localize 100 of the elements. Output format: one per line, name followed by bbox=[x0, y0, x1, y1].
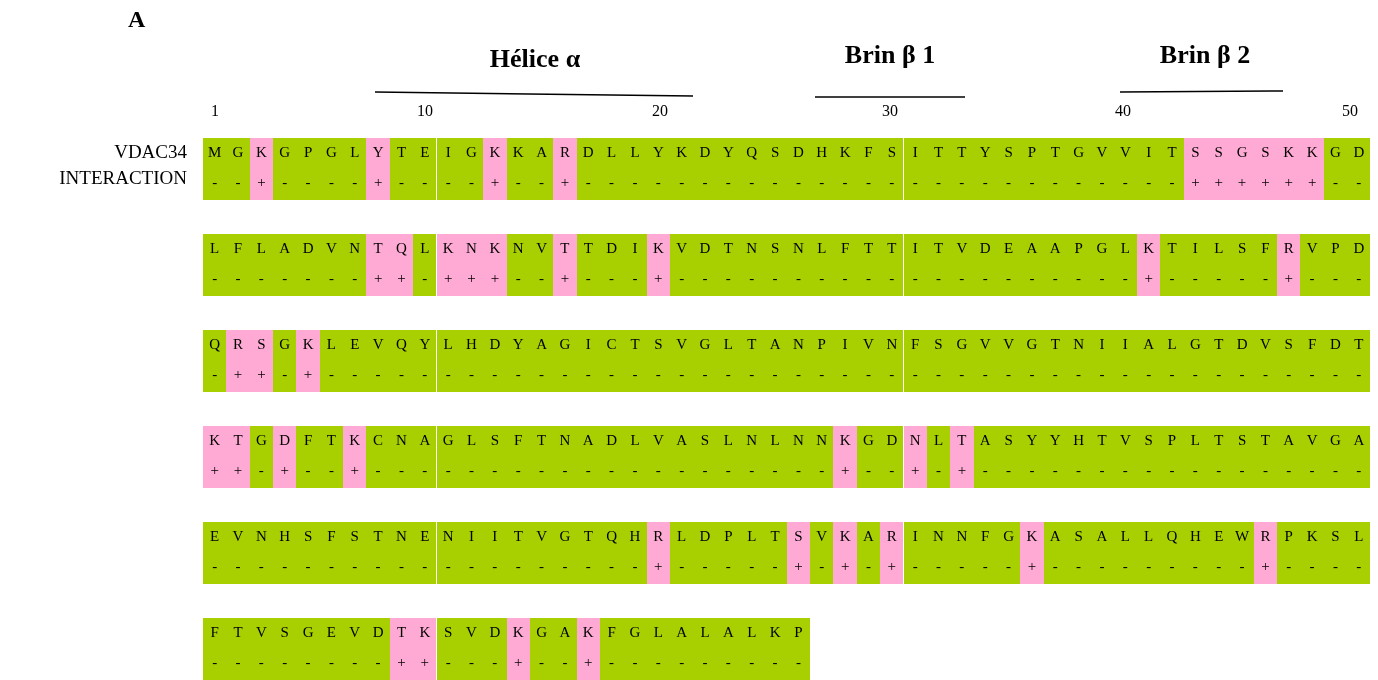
charge-cell: - bbox=[716, 264, 741, 296]
residue-cell: P bbox=[296, 138, 320, 168]
charge-cell: + bbox=[1020, 552, 1044, 584]
residue-cell: P bbox=[1323, 234, 1348, 264]
charge-cell: - bbox=[529, 360, 554, 392]
charge-cell: - bbox=[1347, 552, 1371, 584]
residue-cell: S bbox=[786, 522, 811, 552]
residue-cell: E bbox=[319, 618, 344, 648]
residue-cell: A bbox=[1020, 234, 1044, 264]
residue-cell: N bbox=[459, 234, 484, 264]
charge-cell: - bbox=[1160, 360, 1184, 392]
charge-cell: - bbox=[226, 648, 250, 680]
residue-cell: G bbox=[1090, 234, 1114, 264]
residue-cell: T bbox=[553, 234, 577, 264]
residue-cell: N bbox=[926, 522, 951, 552]
charge-cell: - bbox=[973, 168, 997, 200]
residue-cell: K bbox=[436, 234, 460, 264]
residue-cell: G bbox=[1183, 330, 1208, 360]
charge-cell: - bbox=[319, 264, 344, 296]
residue-cell: K bbox=[296, 330, 320, 360]
charge-cell: - bbox=[880, 456, 904, 488]
residue-cell: K bbox=[483, 138, 507, 168]
charge-cell: + bbox=[389, 264, 414, 296]
residue-cell: L bbox=[623, 138, 647, 168]
charge-cell: - bbox=[506, 168, 530, 200]
residue-cell: A bbox=[1347, 426, 1371, 456]
residue-cell: N bbox=[740, 234, 764, 264]
residue-cell: Q bbox=[599, 522, 624, 552]
charge-cell: - bbox=[670, 648, 694, 680]
residue-cell: S bbox=[343, 522, 367, 552]
charge-cell: - bbox=[483, 552, 507, 584]
residue-cell: K bbox=[249, 138, 274, 168]
residue-cell: E bbox=[1207, 522, 1231, 552]
residue-cell: T bbox=[576, 522, 600, 552]
charge-cell: - bbox=[1113, 168, 1137, 200]
residue-cell: K bbox=[203, 426, 227, 456]
residue-cell: L bbox=[1113, 234, 1137, 264]
charge-cell: - bbox=[413, 360, 437, 392]
residue-cell: F bbox=[506, 426, 530, 456]
charge-cell: - bbox=[506, 360, 530, 392]
charge-cell: - bbox=[973, 360, 997, 392]
charge-cell: + bbox=[1253, 168, 1278, 200]
residue-cell: A bbox=[973, 426, 997, 456]
charge-cell: + bbox=[646, 552, 670, 584]
charge-cell: - bbox=[436, 648, 460, 680]
charge-cell: - bbox=[996, 456, 1021, 488]
charge-cell: - bbox=[1300, 456, 1324, 488]
residue-cell: F bbox=[1300, 330, 1324, 360]
charge-cell: - bbox=[273, 168, 297, 200]
residue-cell: V bbox=[670, 330, 694, 360]
charge-cell: - bbox=[693, 360, 717, 392]
charge-cell: - bbox=[366, 456, 390, 488]
residue-cell: L bbox=[249, 234, 274, 264]
residue-cell: R bbox=[1253, 522, 1278, 552]
residue-cell: A bbox=[1090, 522, 1114, 552]
residue-cell: T bbox=[623, 330, 647, 360]
residue-cell: V bbox=[973, 330, 997, 360]
charge-cell: - bbox=[646, 648, 670, 680]
residue-cell: V bbox=[319, 234, 344, 264]
charge-cell: + bbox=[249, 168, 274, 200]
residue-cell: S bbox=[763, 234, 787, 264]
charge-cell: - bbox=[996, 552, 1021, 584]
charge-cell: - bbox=[1160, 456, 1184, 488]
charge-cell: - bbox=[1066, 456, 1091, 488]
residue-cell: D bbox=[693, 522, 717, 552]
charge-cell: - bbox=[1253, 456, 1278, 488]
residue-cell: D bbox=[693, 234, 717, 264]
charge-cell: - bbox=[226, 168, 250, 200]
structure-label: Hélice α bbox=[489, 44, 581, 74]
charge-cell: - bbox=[1020, 264, 1044, 296]
residue-cell: D bbox=[483, 618, 507, 648]
residue-cell: T bbox=[226, 618, 250, 648]
charge-cell: - bbox=[343, 360, 367, 392]
charge-cell: - bbox=[763, 456, 787, 488]
charge-cell: - bbox=[599, 264, 624, 296]
charge-cell: - bbox=[529, 648, 554, 680]
residue-cell: Y bbox=[973, 138, 997, 168]
residue-cell: T bbox=[763, 522, 787, 552]
residue-cell: D bbox=[1230, 330, 1254, 360]
residue-cell: I bbox=[576, 330, 600, 360]
charge-cell: - bbox=[716, 456, 741, 488]
residue-cell: D bbox=[576, 138, 600, 168]
residue-cell: T bbox=[856, 234, 881, 264]
residue-cell: R bbox=[226, 330, 250, 360]
charge-cell: - bbox=[996, 360, 1021, 392]
residue-cell: E bbox=[343, 330, 367, 360]
charge-cell: - bbox=[1230, 552, 1254, 584]
charge-cell: - bbox=[319, 552, 344, 584]
charge-cell: - bbox=[926, 456, 951, 488]
panel-letter: A bbox=[128, 6, 146, 33]
residue-cell: S bbox=[693, 426, 717, 456]
residue-cell: S bbox=[1066, 522, 1091, 552]
charge-cell: - bbox=[529, 552, 554, 584]
charge-cell: - bbox=[740, 168, 764, 200]
charge-cell: - bbox=[693, 552, 717, 584]
charge-cell: - bbox=[203, 648, 227, 680]
charge-cell: + bbox=[553, 264, 577, 296]
residue-cell: T bbox=[389, 618, 414, 648]
residue-cell: L bbox=[716, 426, 741, 456]
residue-cell: T bbox=[1043, 330, 1067, 360]
